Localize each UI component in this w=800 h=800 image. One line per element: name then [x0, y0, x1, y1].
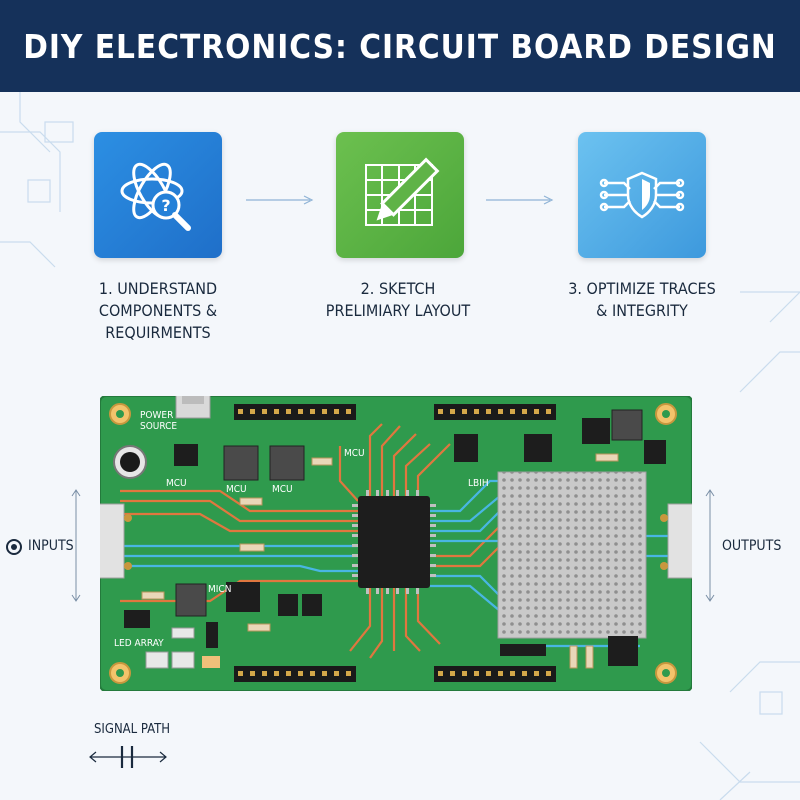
- step-3-label: 3. OPTIMIZE TRACES & INTEGRITY: [568, 279, 716, 320]
- step-1-tile: ?: [94, 132, 222, 258]
- led-array-label: LED ARRAY: [114, 638, 164, 649]
- flow-arrow: [246, 195, 314, 205]
- inputs-arrow: [71, 489, 81, 602]
- mcu-label-top: MCU: [344, 448, 365, 459]
- step-2-tile: [336, 132, 464, 258]
- outputs-arrow: [705, 489, 715, 602]
- signal-path-legend: SIGNAL PATH: [88, 718, 188, 778]
- title-banner: DIY ELECTRONICS: CIRCUIT BOARD DESIGN: [0, 0, 800, 92]
- grid-pencil-icon: [365, 157, 440, 226]
- signal-path-label: SIGNAL PATH: [94, 722, 171, 737]
- micn-label: MICN: [208, 584, 231, 595]
- inputs-label: INPUTS: [28, 538, 74, 554]
- flow-arrow: [486, 195, 554, 205]
- background-circuit-decoration: [0, 92, 800, 800]
- step-1-label: 1. UNDERSTAND COMPONENTS & REQUIRMENTS: [98, 279, 218, 342]
- mcu-label-left: MCU: [166, 478, 187, 489]
- lb-label: LBIH: [468, 478, 489, 489]
- mcu-label-small-1: MCU: [226, 484, 247, 495]
- atom-magnifier-icon: ?: [120, 162, 191, 231]
- svg-text:?: ?: [161, 196, 170, 215]
- signal-path-symbol: [89, 746, 167, 768]
- circuit-shield-icon: [599, 171, 685, 219]
- mcu-label-small-2: MCU: [272, 484, 293, 495]
- step-2-label: 2. SKETCH PRELIMIARY LAYOUT: [325, 279, 471, 320]
- step-3-tile: [578, 132, 706, 258]
- page-title: DIY ELECTRONICS: CIRCUIT BOARD DESIGN: [23, 26, 777, 66]
- outputs-label: OUTPUTS: [722, 538, 782, 554]
- inputs-indicator: [6, 539, 22, 555]
